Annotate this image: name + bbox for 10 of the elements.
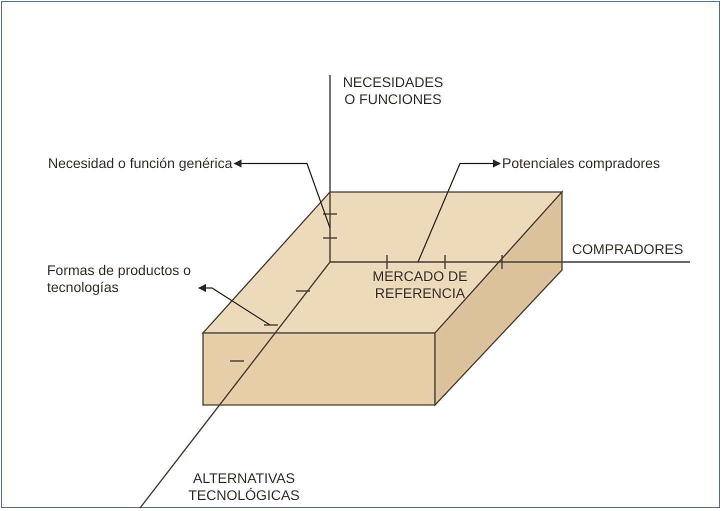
region-label: MERCADO DE REFERENCIA [372, 268, 468, 302]
axis-label: NECESIDADES O FUNCIONES [342, 74, 444, 108]
callout-text: Formas de productos o tecnologías [47, 262, 197, 296]
leader-line [233, 160, 331, 228]
leader-line [417, 160, 501, 262]
axis-label: ALTERNATIVAS TECNOLÓGICAS [187, 470, 301, 504]
callout-text: Potenciales compradores [502, 155, 660, 172]
leader-line [198, 284, 270, 326]
axis-label: COMPRADORES [572, 241, 684, 258]
callout-text: Necesidad o función genérica [48, 155, 232, 172]
